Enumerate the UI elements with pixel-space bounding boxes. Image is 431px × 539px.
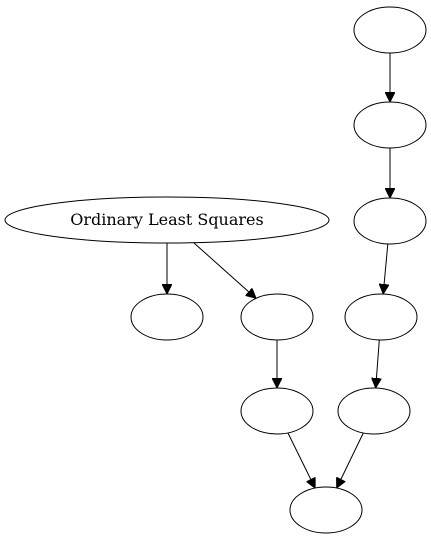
edge-b3-to-sink [287, 432, 315, 488]
node-a5 [337, 387, 411, 435]
node-ellipse [337, 387, 411, 435]
edge-ols-to-b2 [193, 242, 256, 298]
node-b1 [130, 293, 204, 341]
node-a3 [353, 197, 427, 245]
edge-a5-to-sink [337, 432, 364, 488]
node-ellipse [353, 197, 427, 245]
node-a1 [353, 6, 427, 54]
node-a4 [344, 293, 418, 341]
node-ellipse [130, 293, 204, 341]
node-sink [289, 486, 363, 534]
edge-a4-to-a5 [376, 339, 380, 388]
node-ellipse [240, 293, 314, 341]
node-label: Ordinary Least Squares [70, 210, 263, 229]
nodes-layer: Ordinary Least Squares [4, 6, 427, 534]
edges-layer [167, 53, 390, 488]
node-ellipse [353, 101, 427, 149]
edge-a3-to-a4 [383, 243, 388, 294]
node-ellipse [289, 486, 363, 534]
node-ellipse [353, 6, 427, 54]
node-ellipse [4, 196, 330, 244]
node-ellipse [344, 293, 418, 341]
node-ellipse [240, 387, 314, 435]
node-b3 [240, 387, 314, 435]
node-a2 [353, 101, 427, 149]
node-b2 [240, 293, 314, 341]
node-ols: Ordinary Least Squares [4, 196, 330, 244]
